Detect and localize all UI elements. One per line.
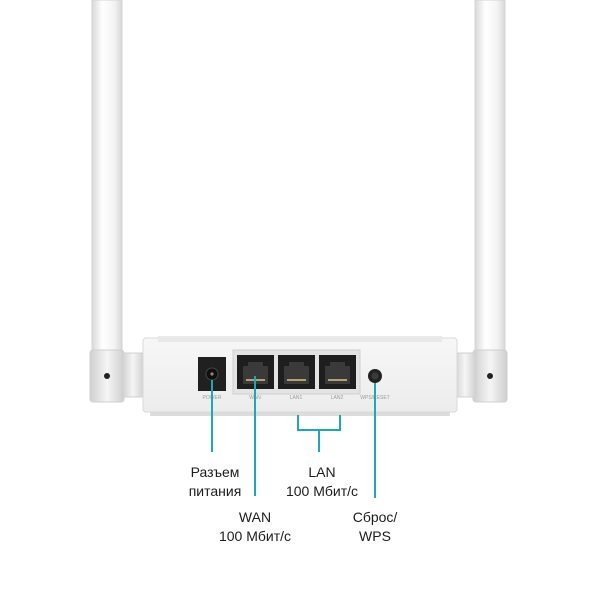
callout-power-line2: питания	[188, 483, 242, 499]
callout-reset-line1: Сброс/	[352, 509, 398, 525]
lan1-port	[278, 355, 315, 389]
lan2-port	[319, 355, 356, 389]
reset-button	[368, 369, 382, 383]
port-label-lan1: LAN1	[290, 395, 303, 401]
callout-wan-line2: 100 Мбит/с	[218, 528, 292, 544]
callout-wan-line1: WAN	[238, 509, 272, 525]
port-label-lan2: LAN2	[331, 395, 344, 401]
callout-power-label: Разъем питания	[175, 463, 255, 501]
lan-bracket-line	[297, 415, 341, 452]
callout-reset-label: Сброс/ WPS	[335, 508, 415, 546]
left-antenna	[89, 0, 145, 403]
callout-power-line1: Разъем	[190, 464, 240, 480]
callout-lan-line1: LAN	[308, 464, 336, 480]
right-antenna	[453, 0, 508, 403]
callout-wan-label: WAN 100 Мбит/с	[205, 508, 305, 546]
callout-lan-line2: 100 Мбит/с	[285, 483, 359, 499]
callout-lan-label: LAN 100 Мбит/с	[272, 463, 372, 501]
callout-reset-line2: WPS	[359, 528, 391, 544]
